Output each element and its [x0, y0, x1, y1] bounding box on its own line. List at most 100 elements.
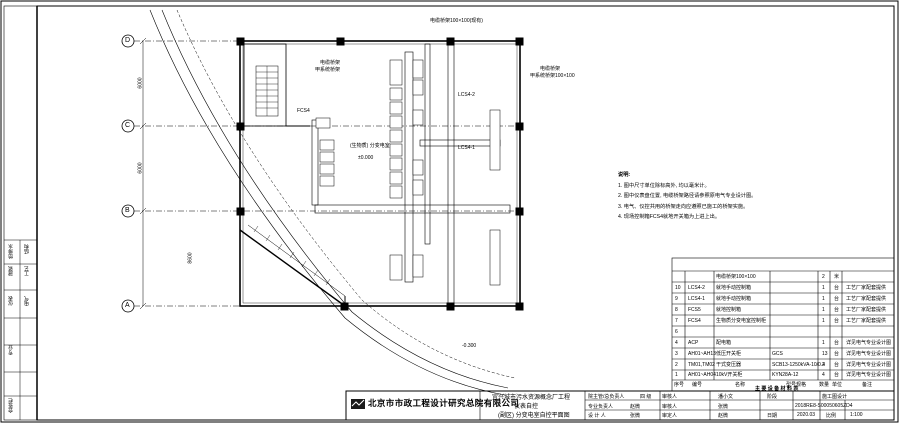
table-cell: 1	[822, 285, 825, 291]
table-cell: AH01~AH04	[688, 372, 716, 378]
table-cell: FCS4	[688, 318, 701, 324]
table-header: 序号	[674, 382, 685, 388]
table-cell: 台	[834, 340, 840, 346]
table-cell: 1	[822, 307, 825, 313]
table-cell: 1	[822, 296, 825, 302]
table-cell: 台	[834, 351, 840, 357]
label-elevation-bottom: -0.300	[462, 343, 477, 349]
table-header: 名称	[735, 382, 746, 388]
role-name: 张微	[630, 413, 641, 419]
table-cell: 台	[834, 372, 840, 378]
side-strip-label: 电气	[24, 296, 30, 306]
table-cell: 详见电气专业设计图	[846, 340, 892, 346]
table-cell: 电缆桥架100×100	[716, 274, 756, 280]
table-cell: 1	[675, 372, 678, 378]
axis-label-b: B	[125, 207, 130, 214]
table-cell: 台	[834, 362, 840, 368]
date-value: 2020.03	[797, 412, 816, 418]
table-cell: 工艺厂家配套提供	[846, 318, 887, 324]
label-cable-top-sub: 甲系统桥架	[315, 67, 341, 73]
table-cell: 9	[675, 296, 678, 302]
dimension-line	[139, 37, 147, 310]
side-strip-label: 仪表	[8, 296, 14, 306]
notes-heading: 说明:	[618, 172, 631, 178]
table-cell: 2	[675, 362, 678, 368]
table-cell: 8	[675, 307, 678, 313]
table-header: 编号	[692, 382, 703, 388]
side-strip-label: 专业	[8, 345, 14, 355]
label-cable-right-sub: 甲系统桥架100×100	[530, 73, 575, 79]
switchgear-cabinets	[315, 59, 501, 286]
drawing-title: (副区) 分变电室自控平面图	[498, 413, 570, 419]
table-cell: 工艺厂家配套提供	[846, 285, 887, 291]
table-cell: FCS5	[688, 307, 701, 313]
table-cell: 详见电气专业设计图	[846, 362, 892, 368]
table-cell: 工艺厂家配套提供	[846, 296, 887, 302]
note-item: 1. 图中尺寸单位除标高外, 均以毫米计。	[618, 182, 710, 189]
side-strip-label: 会签栏	[8, 398, 14, 413]
role-name-2: 张微	[718, 404, 729, 410]
table-cell: GCS	[772, 351, 783, 357]
role-label-2: 审核人	[662, 404, 678, 410]
title-block-grid	[345, 390, 895, 421]
discipline: 仪表自控	[514, 404, 539, 410]
role-label: 院主管/总负责人	[588, 394, 625, 400]
table-cell: 2	[822, 362, 825, 368]
company-name: 北京市市政工程设计研究总院有限公司	[368, 398, 520, 408]
dimension-1: 6000	[137, 77, 144, 89]
table-cell: 米	[834, 274, 840, 280]
table-cell: TM01,TM02	[688, 362, 715, 368]
table-cell: AH01~AH13	[688, 351, 716, 357]
table-cell: 4	[675, 340, 678, 346]
date-label: 日期	[767, 413, 778, 419]
table-cell: 低压开关柜	[716, 351, 742, 357]
table-cell: 就地手动控制箱	[716, 285, 752, 291]
table-cell: 配电箱	[716, 340, 732, 346]
table-cell: 7	[675, 318, 678, 324]
table-cell: 1	[822, 318, 825, 324]
table-cell: 就地手动控制箱	[716, 296, 752, 302]
table-cell: 10kV开关柜	[716, 372, 743, 378]
table-cell: 工艺厂家配套提供	[846, 307, 887, 313]
table-cell: 就地控制箱	[716, 307, 742, 313]
side-strip-label: 工艺	[24, 266, 30, 276]
label-cable-right: 电缆桥架	[540, 66, 561, 72]
table-cell: KYN28A-12	[772, 372, 799, 378]
table-header: 单位	[832, 382, 843, 388]
role-label: 设 计 人	[588, 413, 606, 419]
table-cell: 台	[834, 307, 840, 313]
note-item: 2. 图中仪表盘位置, 电缆桥架路径请参照原电气专业设计图。	[618, 193, 757, 200]
table-header: 数量	[819, 382, 830, 388]
table-header: 型号规格	[786, 382, 807, 388]
tag-lcs4-1: LCS4-1	[458, 145, 475, 151]
table-cell: 干式变压器	[716, 362, 742, 368]
table-cell: 10	[675, 285, 681, 291]
role-name: 赵微	[630, 404, 641, 410]
table-caption: 主 要 设 备 材 料 表	[755, 386, 799, 392]
role-label-2: 审定人	[662, 413, 678, 419]
drawing-number: 2018RE8-S00050605ZD4	[795, 403, 853, 409]
table-header: 备注	[862, 382, 873, 388]
tag-lcs4-2: LCS4-2	[458, 92, 475, 98]
project-name: 宜兴城市污水资源概念厂工程	[492, 395, 571, 401]
table-cell: ACP	[688, 340, 699, 346]
axis-label-d: D	[125, 37, 131, 44]
role-name-2: 赵微	[718, 413, 729, 419]
table-cell: 台	[834, 285, 840, 291]
stage-label: 阶段	[767, 394, 778, 400]
table-cell: 台	[834, 318, 840, 324]
table-cell: 2	[822, 274, 825, 280]
table-cell: 详见电气专业设计图	[846, 351, 892, 357]
label-plan-top-note: 电缆桥架100×100(现有)	[430, 18, 483, 24]
stamp-grade: 四 级	[640, 394, 652, 400]
room-name: (生物质) 分变电室	[350, 143, 390, 149]
table-cell: 6	[675, 329, 678, 335]
room-elevation: ±0.000	[358, 155, 374, 161]
company-logo	[351, 396, 365, 409]
table-cell: 详见电气专业设计图	[846, 372, 892, 378]
table-cell: 13	[822, 351, 828, 357]
tag-fcs4: FCS4	[297, 108, 310, 114]
cable-tray	[311, 43, 511, 307]
role-label: 专业负责人	[588, 404, 614, 410]
